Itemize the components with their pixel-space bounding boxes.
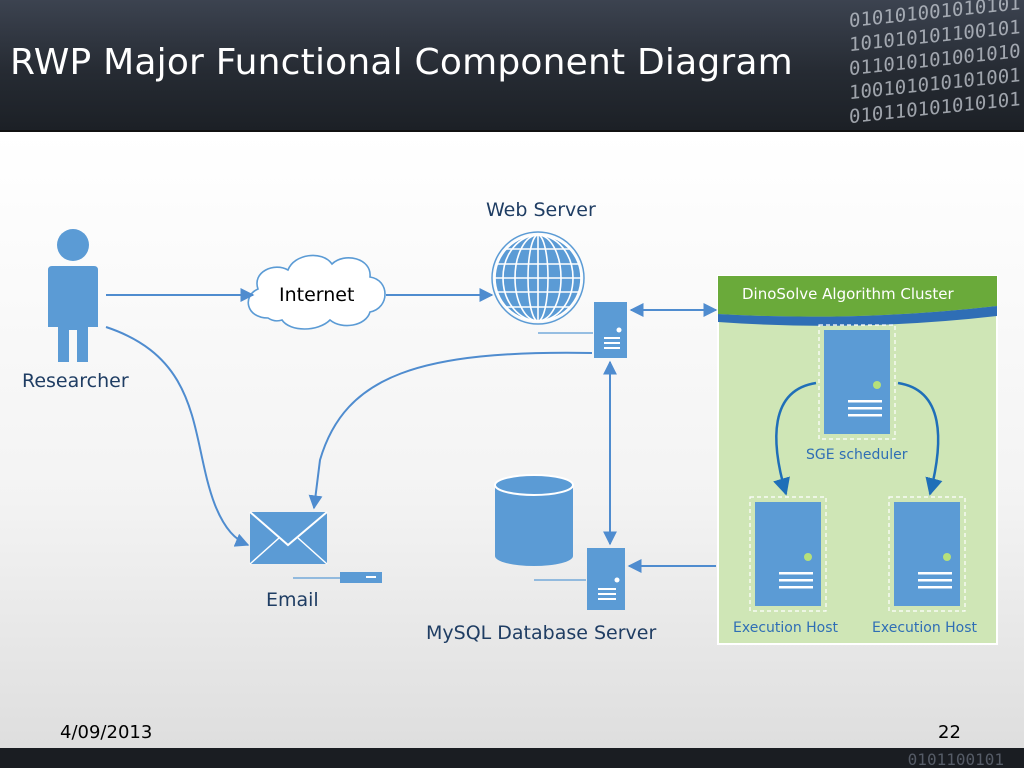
- researcher-label: Researcher: [22, 370, 129, 392]
- slide-title: RWP Major Functional Component Diagram: [10, 42, 793, 83]
- page-number: 22: [938, 722, 961, 743]
- cluster-title: DinoSolve Algorithm Cluster: [742, 285, 954, 303]
- footer-bar: 0101100101: [0, 748, 1024, 768]
- server-icon: [749, 496, 827, 612]
- arrow-researcher-email: [105, 326, 250, 547]
- arrow-scheduler-host2: [897, 381, 943, 496]
- execution-host-label-1: Execution Host: [733, 620, 839, 636]
- globe-icon: [491, 231, 585, 325]
- email-server-icon: [293, 572, 382, 583]
- person-icon: [48, 229, 98, 362]
- binary-decoration: 0101100101: [907, 750, 1004, 768]
- server-icon: [534, 548, 625, 610]
- mysql-label: MySQL Database Server: [426, 622, 657, 644]
- envelope-icon: [249, 511, 328, 565]
- execution-host-label-2: Execution Host: [872, 620, 978, 636]
- title-bar: RWP Major Functional Component Diagram 0…: [0, 0, 1024, 132]
- cloud-icon: [247, 254, 386, 330]
- server-icon: [538, 302, 627, 358]
- arrow-scheduler-host1: [773, 381, 817, 496]
- sge-scheduler-label: SGE scheduler: [806, 447, 908, 463]
- internet-label: Internet: [279, 284, 355, 306]
- arrow-webserver-email: [308, 351, 593, 510]
- slide-date: 4/09/2013: [60, 722, 153, 743]
- server-icon: [888, 496, 966, 612]
- web-server-label: Web Server: [486, 199, 596, 221]
- server-icon: [818, 324, 896, 440]
- database-icon: [494, 474, 574, 566]
- email-label: Email: [266, 589, 319, 611]
